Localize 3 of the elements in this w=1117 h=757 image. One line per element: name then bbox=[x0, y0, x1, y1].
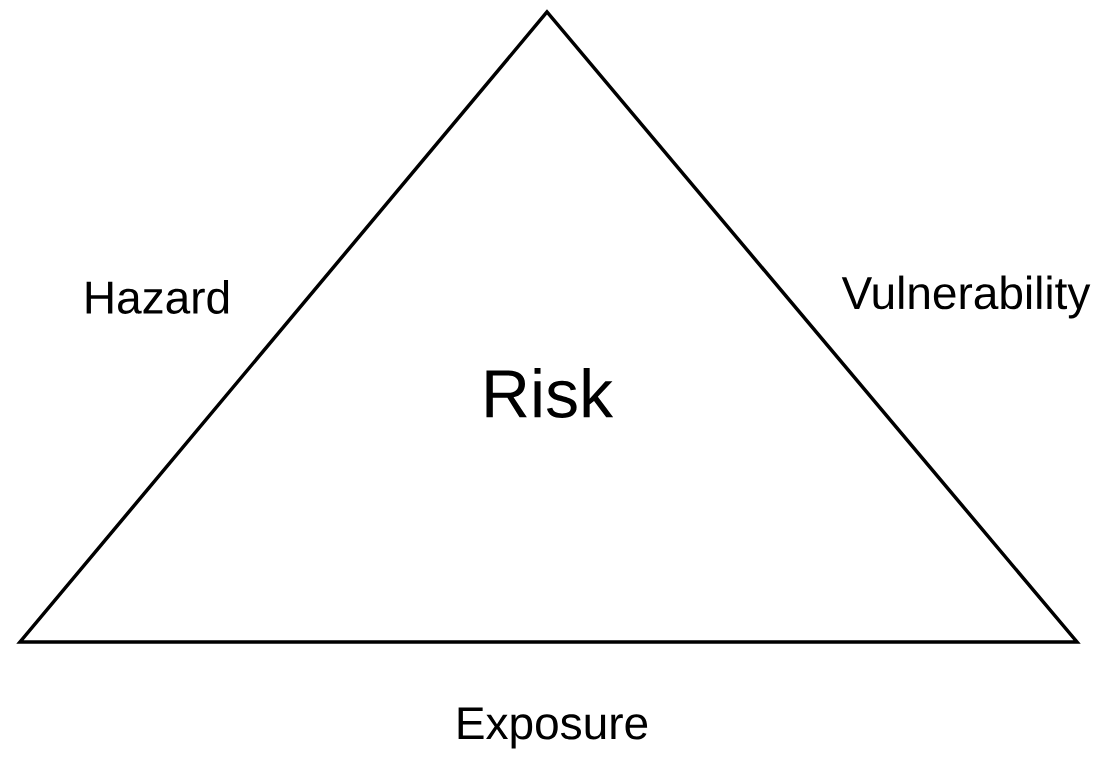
side-label: Vulnerability bbox=[841, 275, 1091, 319]
side-label: Hazard bbox=[86, 280, 229, 314]
side-label: Exposure bbox=[458, 707, 648, 749]
